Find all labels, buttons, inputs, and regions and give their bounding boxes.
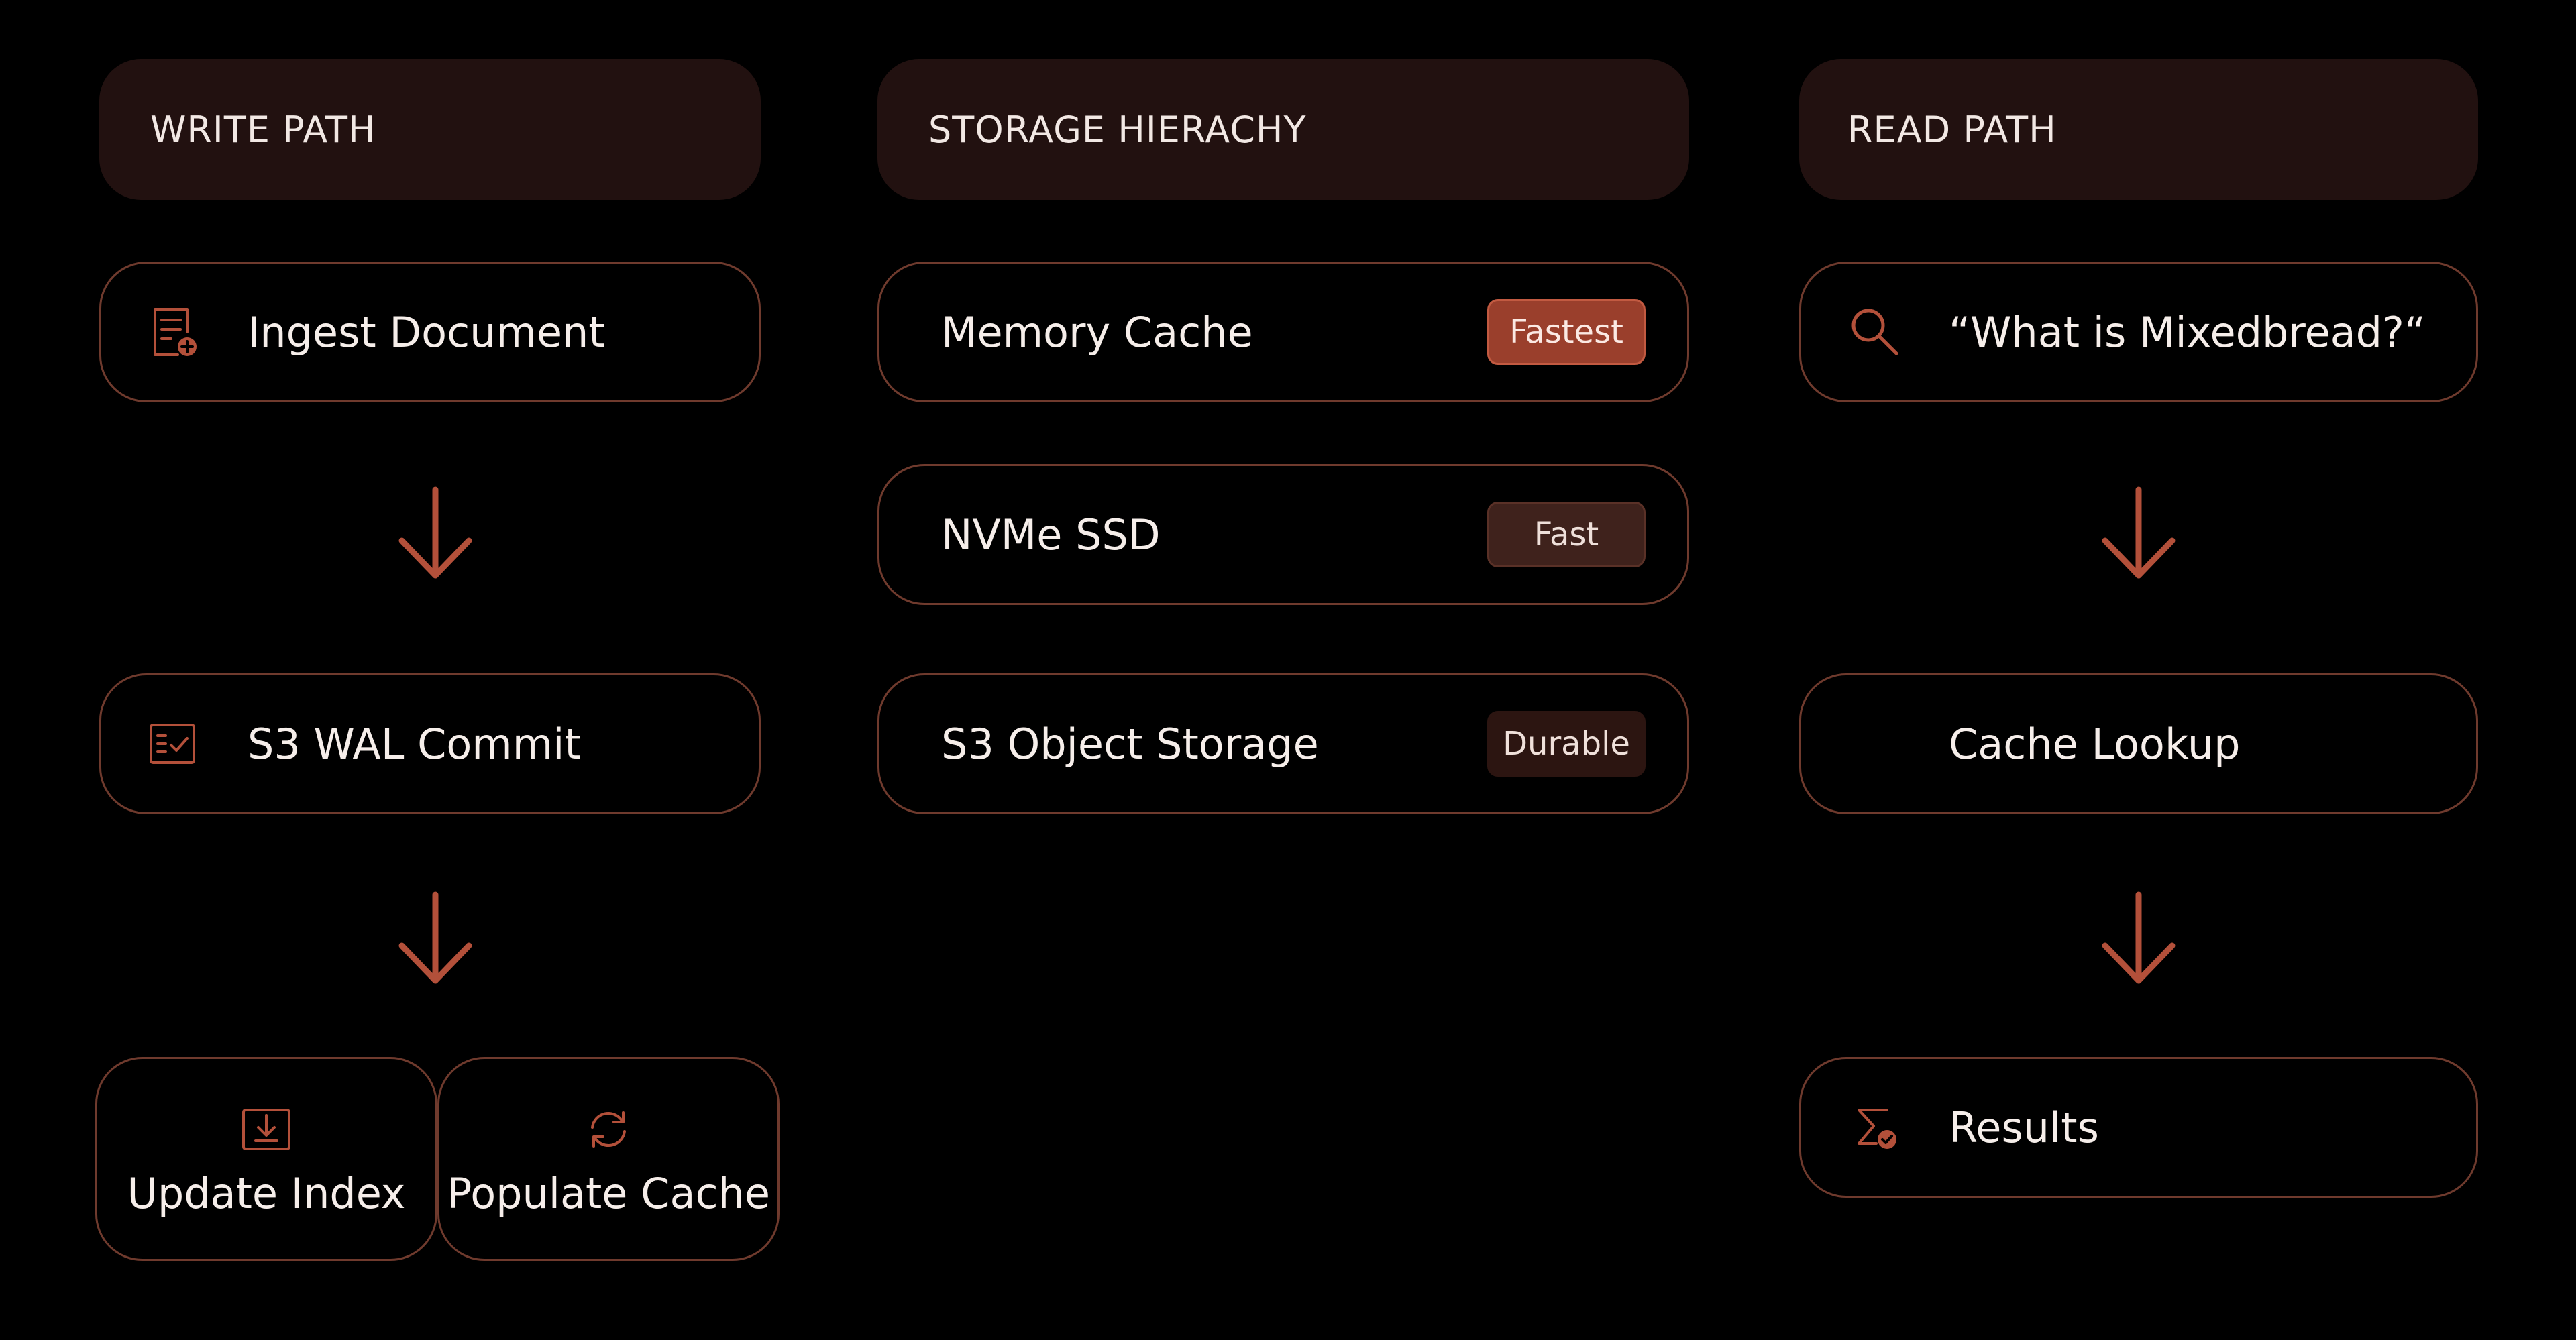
arrow-down-icon — [398, 891, 472, 984]
populate-cache-label: Populate Cache — [447, 1168, 770, 1218]
s3-wal-commit-label: S3 WAL Commit — [248, 719, 581, 769]
arrow-down-icon — [398, 486, 472, 579]
refresh-icon — [580, 1101, 637, 1157]
write-path-title: WRITE PATH — [150, 108, 376, 151]
results-card[interactable]: Results — [1799, 1057, 2478, 1198]
read-path-title: READ PATH — [1847, 108, 2057, 151]
query-card[interactable]: “What is Mixedbread?“ — [1799, 262, 2478, 402]
arrow-down-icon — [2102, 486, 2176, 579]
durable-badge: Durable — [1487, 711, 1646, 777]
storage-hierarchy-header: STORAGE HIERACHY — [877, 59, 1689, 200]
read-path-header: READ PATH — [1799, 59, 2478, 200]
fastest-badge: Fastest — [1487, 299, 1646, 365]
cache-lookup-label: Cache Lookup — [1949, 719, 2241, 769]
query-text: “What is Mixedbread?“ — [1949, 307, 2426, 357]
memory-cache-tier[interactable]: Memory Cache Fastest — [877, 262, 1689, 402]
ingest-document-card[interactable]: Ingest Document — [99, 262, 761, 402]
cache-lookup-card[interactable]: Cache Lookup — [1799, 673, 2478, 814]
nvme-ssd-label: NVMe SSD — [941, 510, 1161, 559]
update-index-card[interactable]: Update Index — [95, 1057, 437, 1261]
nvme-ssd-tier[interactable]: NVMe SSD Fast — [877, 464, 1689, 605]
write-path-header: WRITE PATH — [99, 59, 761, 200]
sigma-check-icon — [1843, 1095, 1907, 1160]
checklist-icon — [140, 712, 205, 776]
read-arrow-2 — [2098, 889, 2179, 990]
ingest-document-label: Ingest Document — [248, 307, 605, 357]
results-label: Results — [1949, 1103, 2099, 1152]
memory-cache-label: Memory Cache — [941, 307, 1253, 357]
storage-hierarchy-title: STORAGE HIERACHY — [928, 108, 1307, 151]
arrow-down-icon — [2102, 891, 2176, 984]
s3-wal-commit-card[interactable]: S3 WAL Commit — [99, 673, 761, 814]
write-arrow-1 — [395, 484, 476, 585]
fast-badge: Fast — [1487, 502, 1646, 567]
populate-cache-card[interactable]: Populate Cache — [437, 1057, 780, 1261]
write-arrow-2 — [395, 889, 476, 990]
s3-object-storage-label: S3 Object Storage — [941, 719, 1319, 769]
s3-object-storage-tier[interactable]: S3 Object Storage Durable — [877, 673, 1689, 814]
search-icon — [1843, 300, 1907, 364]
inbox-download-icon — [238, 1101, 294, 1157]
read-arrow-1 — [2098, 484, 2179, 585]
update-index-label: Update Index — [127, 1168, 406, 1218]
document-add-icon — [140, 300, 205, 364]
